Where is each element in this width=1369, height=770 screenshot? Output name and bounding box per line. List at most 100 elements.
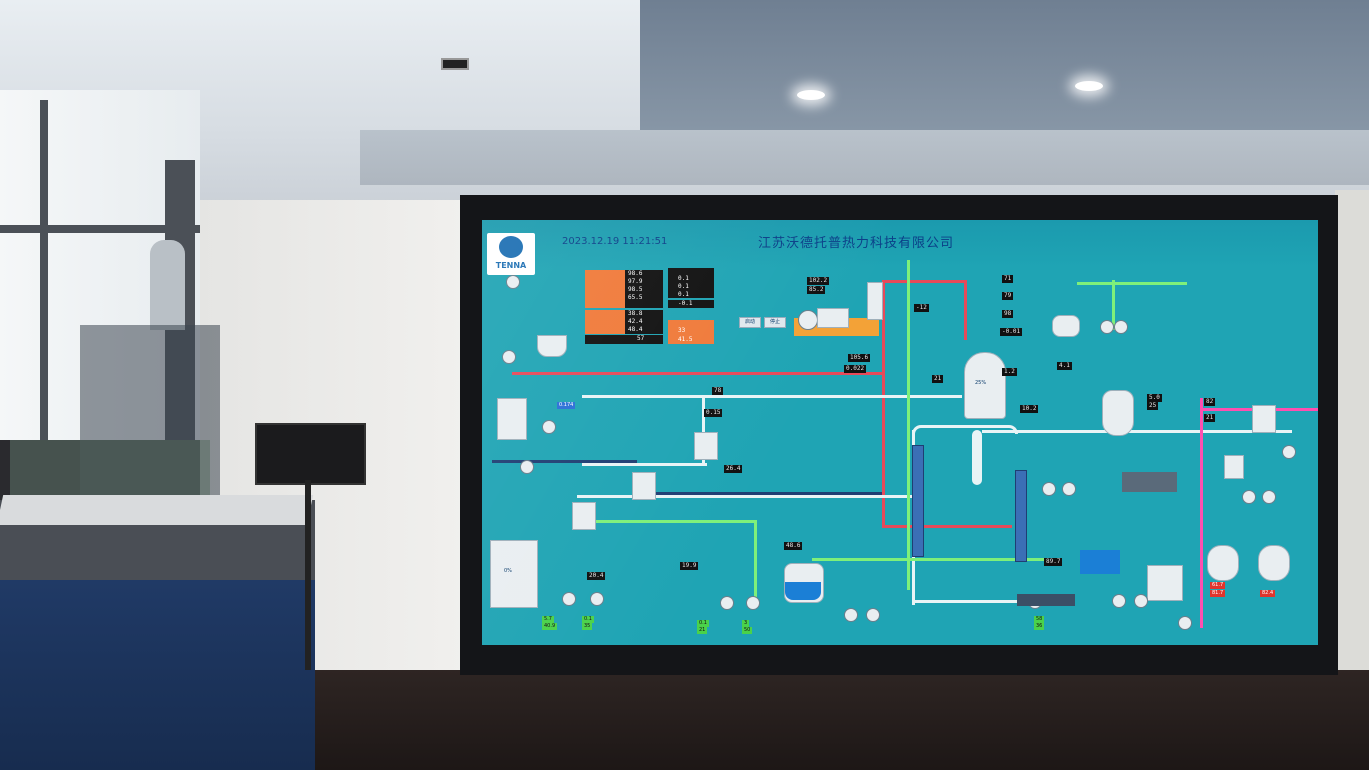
pump[interactable] [866, 608, 880, 622]
pump[interactable] [1178, 616, 1192, 630]
motor-tag: 40.9 [542, 623, 558, 630]
condensate-tank [490, 540, 538, 608]
start-button[interactable]: 启动 [739, 317, 761, 328]
pipe-cooling [754, 520, 757, 600]
model-tower [150, 240, 185, 330]
motor-tag: 36 [1034, 623, 1045, 630]
wall [1335, 190, 1369, 690]
pump[interactable] [590, 592, 604, 606]
pipe-steam [964, 280, 967, 340]
param-value: 98.6 [628, 270, 643, 277]
crystallizer [1102, 390, 1134, 436]
parameter-panel [625, 270, 663, 308]
temp-tag: 71 [1002, 275, 1014, 283]
pump[interactable] [542, 420, 556, 434]
motor-tag: 0.1 [582, 616, 594, 623]
pipe-cooling [1112, 280, 1115, 330]
circulation-pump [1017, 594, 1075, 606]
logo-icon [499, 236, 523, 258]
temp-tag: 61.7 [1210, 582, 1226, 589]
temp-tag: 82.4 [1260, 590, 1276, 597]
pump[interactable] [1100, 320, 1114, 334]
pump[interactable] [1242, 490, 1256, 504]
pump[interactable] [1262, 490, 1276, 504]
mvr-compressor [817, 308, 849, 328]
parameter-panel [585, 310, 625, 334]
flow-tag: 19.9 [680, 562, 699, 570]
temp-tag: 89.7 [1044, 558, 1063, 566]
pump[interactable] [1062, 482, 1076, 496]
param-value: 97.9 [628, 278, 643, 285]
level-tag: 5.0 [1147, 394, 1162, 402]
evaporator-tube [1015, 470, 1027, 562]
motor-tag: 35 [582, 623, 593, 630]
collection-tank [1147, 565, 1183, 601]
floor [300, 670, 1369, 770]
pipe-feed [702, 395, 705, 465]
tank-liquid [785, 582, 821, 600]
pipe-cooling [812, 558, 1052, 561]
param-value: 57 [637, 335, 645, 342]
plate-heat-exchanger [572, 502, 596, 530]
pump[interactable] [1042, 482, 1056, 496]
feed-pump[interactable] [502, 350, 516, 364]
pressure-panel [668, 300, 714, 308]
ceiling-soffit [360, 130, 1369, 185]
pipe-return [1200, 398, 1203, 628]
pump[interactable] [1112, 594, 1126, 608]
param-value: 42.4 [628, 318, 643, 325]
pump[interactable] [1134, 594, 1148, 608]
datetime: 2023.12.19 11:21:51 [562, 236, 668, 247]
pump[interactable] [720, 596, 734, 610]
pressure-panel [668, 268, 714, 298]
pipe-feed [582, 463, 707, 466]
pump[interactable] [1282, 445, 1296, 459]
motor-tag: 3 [742, 620, 750, 627]
pipe-steam [882, 280, 962, 283]
mother-liquor-tank [1080, 550, 1120, 574]
pressure-tag: 85.2 [807, 286, 826, 294]
param-value: 98.5 [628, 286, 643, 293]
compressor-outlet [867, 282, 883, 320]
flow-tag: 21 [1204, 414, 1216, 422]
pipe-feed [912, 600, 1027, 603]
motor-tag: 50 [742, 627, 753, 634]
condensate-vessel [1052, 315, 1080, 337]
pressure-value: 0.1 [678, 275, 689, 282]
pipe-steam [882, 525, 1012, 528]
pressure-tag: 0.15 [704, 409, 723, 417]
pressure-value: -0.1 [678, 300, 693, 307]
parameter-panel [585, 335, 663, 344]
separator [964, 352, 1006, 419]
logo-text: TENNA [495, 261, 527, 270]
flow-tag: 20.4 [587, 572, 606, 580]
pressure-tag: 0.174 [557, 402, 576, 409]
separator-level: 25% [975, 380, 987, 386]
company-name: 江苏沃德托普热力科技有限公司 [758, 236, 955, 251]
pump[interactable] [1114, 320, 1128, 334]
motor-tag: 58 [1034, 616, 1045, 623]
pressure-tag: 1.2 [1002, 368, 1017, 376]
speaker-stand [305, 480, 311, 670]
raw-material-tank [537, 335, 567, 357]
pump[interactable] [562, 592, 576, 606]
temp-tag: 82 [1204, 398, 1216, 406]
ceiling-spotlight [441, 58, 469, 70]
company-logo: TENNA [487, 233, 535, 275]
screen-header [482, 220, 1318, 268]
preheater [632, 472, 656, 500]
pump[interactable] [746, 596, 760, 610]
pump[interactable] [520, 460, 534, 474]
param-value: 65.5 [628, 294, 643, 301]
tank-level: 0% [504, 568, 512, 574]
stop-button[interactable]: 停止 [764, 317, 786, 328]
pump[interactable] [506, 275, 520, 289]
pipe-steam [512, 372, 882, 375]
fan-icon[interactable] [798, 310, 818, 330]
scada-screen: TENNA 2023.12.19 11:21:51 江苏沃德托普热力科技有限公司… [482, 220, 1318, 645]
parameter-panel [625, 310, 663, 334]
temp-tag: 48.6 [784, 542, 803, 550]
pump[interactable] [844, 608, 858, 622]
pipe-product [492, 460, 637, 463]
storage-tank [497, 398, 527, 440]
